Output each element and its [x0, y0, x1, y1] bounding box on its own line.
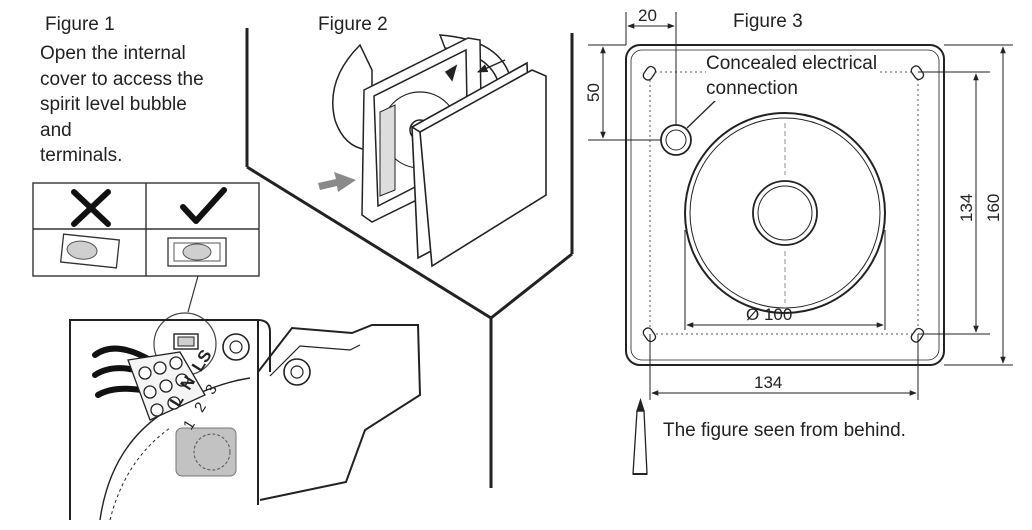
bubble-level-correct [167, 237, 227, 267]
dim-top-20: 20 [638, 6, 657, 25]
front-cover-plates [411, 61, 547, 268]
terminal-block [127, 351, 206, 421]
figure1-desc-line: and [40, 119, 72, 141]
figure1-description: Open the internal cover to access the sp… [40, 41, 240, 169]
dim-bottom-134: 134 [754, 373, 783, 392]
figure3-title: Figure 3 [733, 11, 803, 32]
figure3-caption: The figure seen from behind. [663, 420, 906, 441]
pencil-icon [632, 397, 648, 475]
figure1-desc-line: terminals. [40, 145, 123, 166]
terminal-label-n: N [176, 372, 200, 394]
figure1-status-table [32, 182, 260, 277]
figure1-desc-line: Open the internal [40, 43, 186, 64]
dim-right-160: 160 [984, 193, 1003, 222]
electrical-knockout [660, 124, 692, 156]
cover-direction-arrow [477, 59, 506, 73]
callout-line-1: Concealed electrical [706, 53, 878, 74]
figure2-title: Figure 2 [318, 14, 388, 35]
callout-leader [686, 99, 717, 129]
callout-line-2: connection [706, 78, 798, 99]
wrong-cross-icon [71, 189, 111, 227]
dim-left-50: 50 [584, 83, 603, 102]
figure1-desc-line: spirit level bubble [40, 94, 187, 115]
correct-check-icon [180, 187, 227, 224]
figure1-title: Figure 1 [45, 14, 115, 35]
mounting-plate [625, 44, 945, 366]
terminal-cover-flap [257, 324, 422, 501]
figure1-desc-line: cover to access the [40, 68, 204, 90]
dim-diameter: Ø 100 [746, 305, 793, 324]
terminal-housing [69, 319, 271, 521]
spirit-level-knob [175, 427, 237, 477]
concealed-connection-callout: Concealed electrical connection [706, 51, 878, 101]
dim-right-134: 134 [957, 193, 976, 222]
wall-corner-lines [245, 28, 574, 488]
zoom-leader-line [187, 275, 199, 313]
push-arrow-icon [318, 172, 356, 192]
bubble-level-wrong [59, 233, 121, 269]
duct-spigot [684, 112, 886, 314]
screw-slots [642, 65, 925, 343]
dimension-lines [588, 12, 1013, 400]
